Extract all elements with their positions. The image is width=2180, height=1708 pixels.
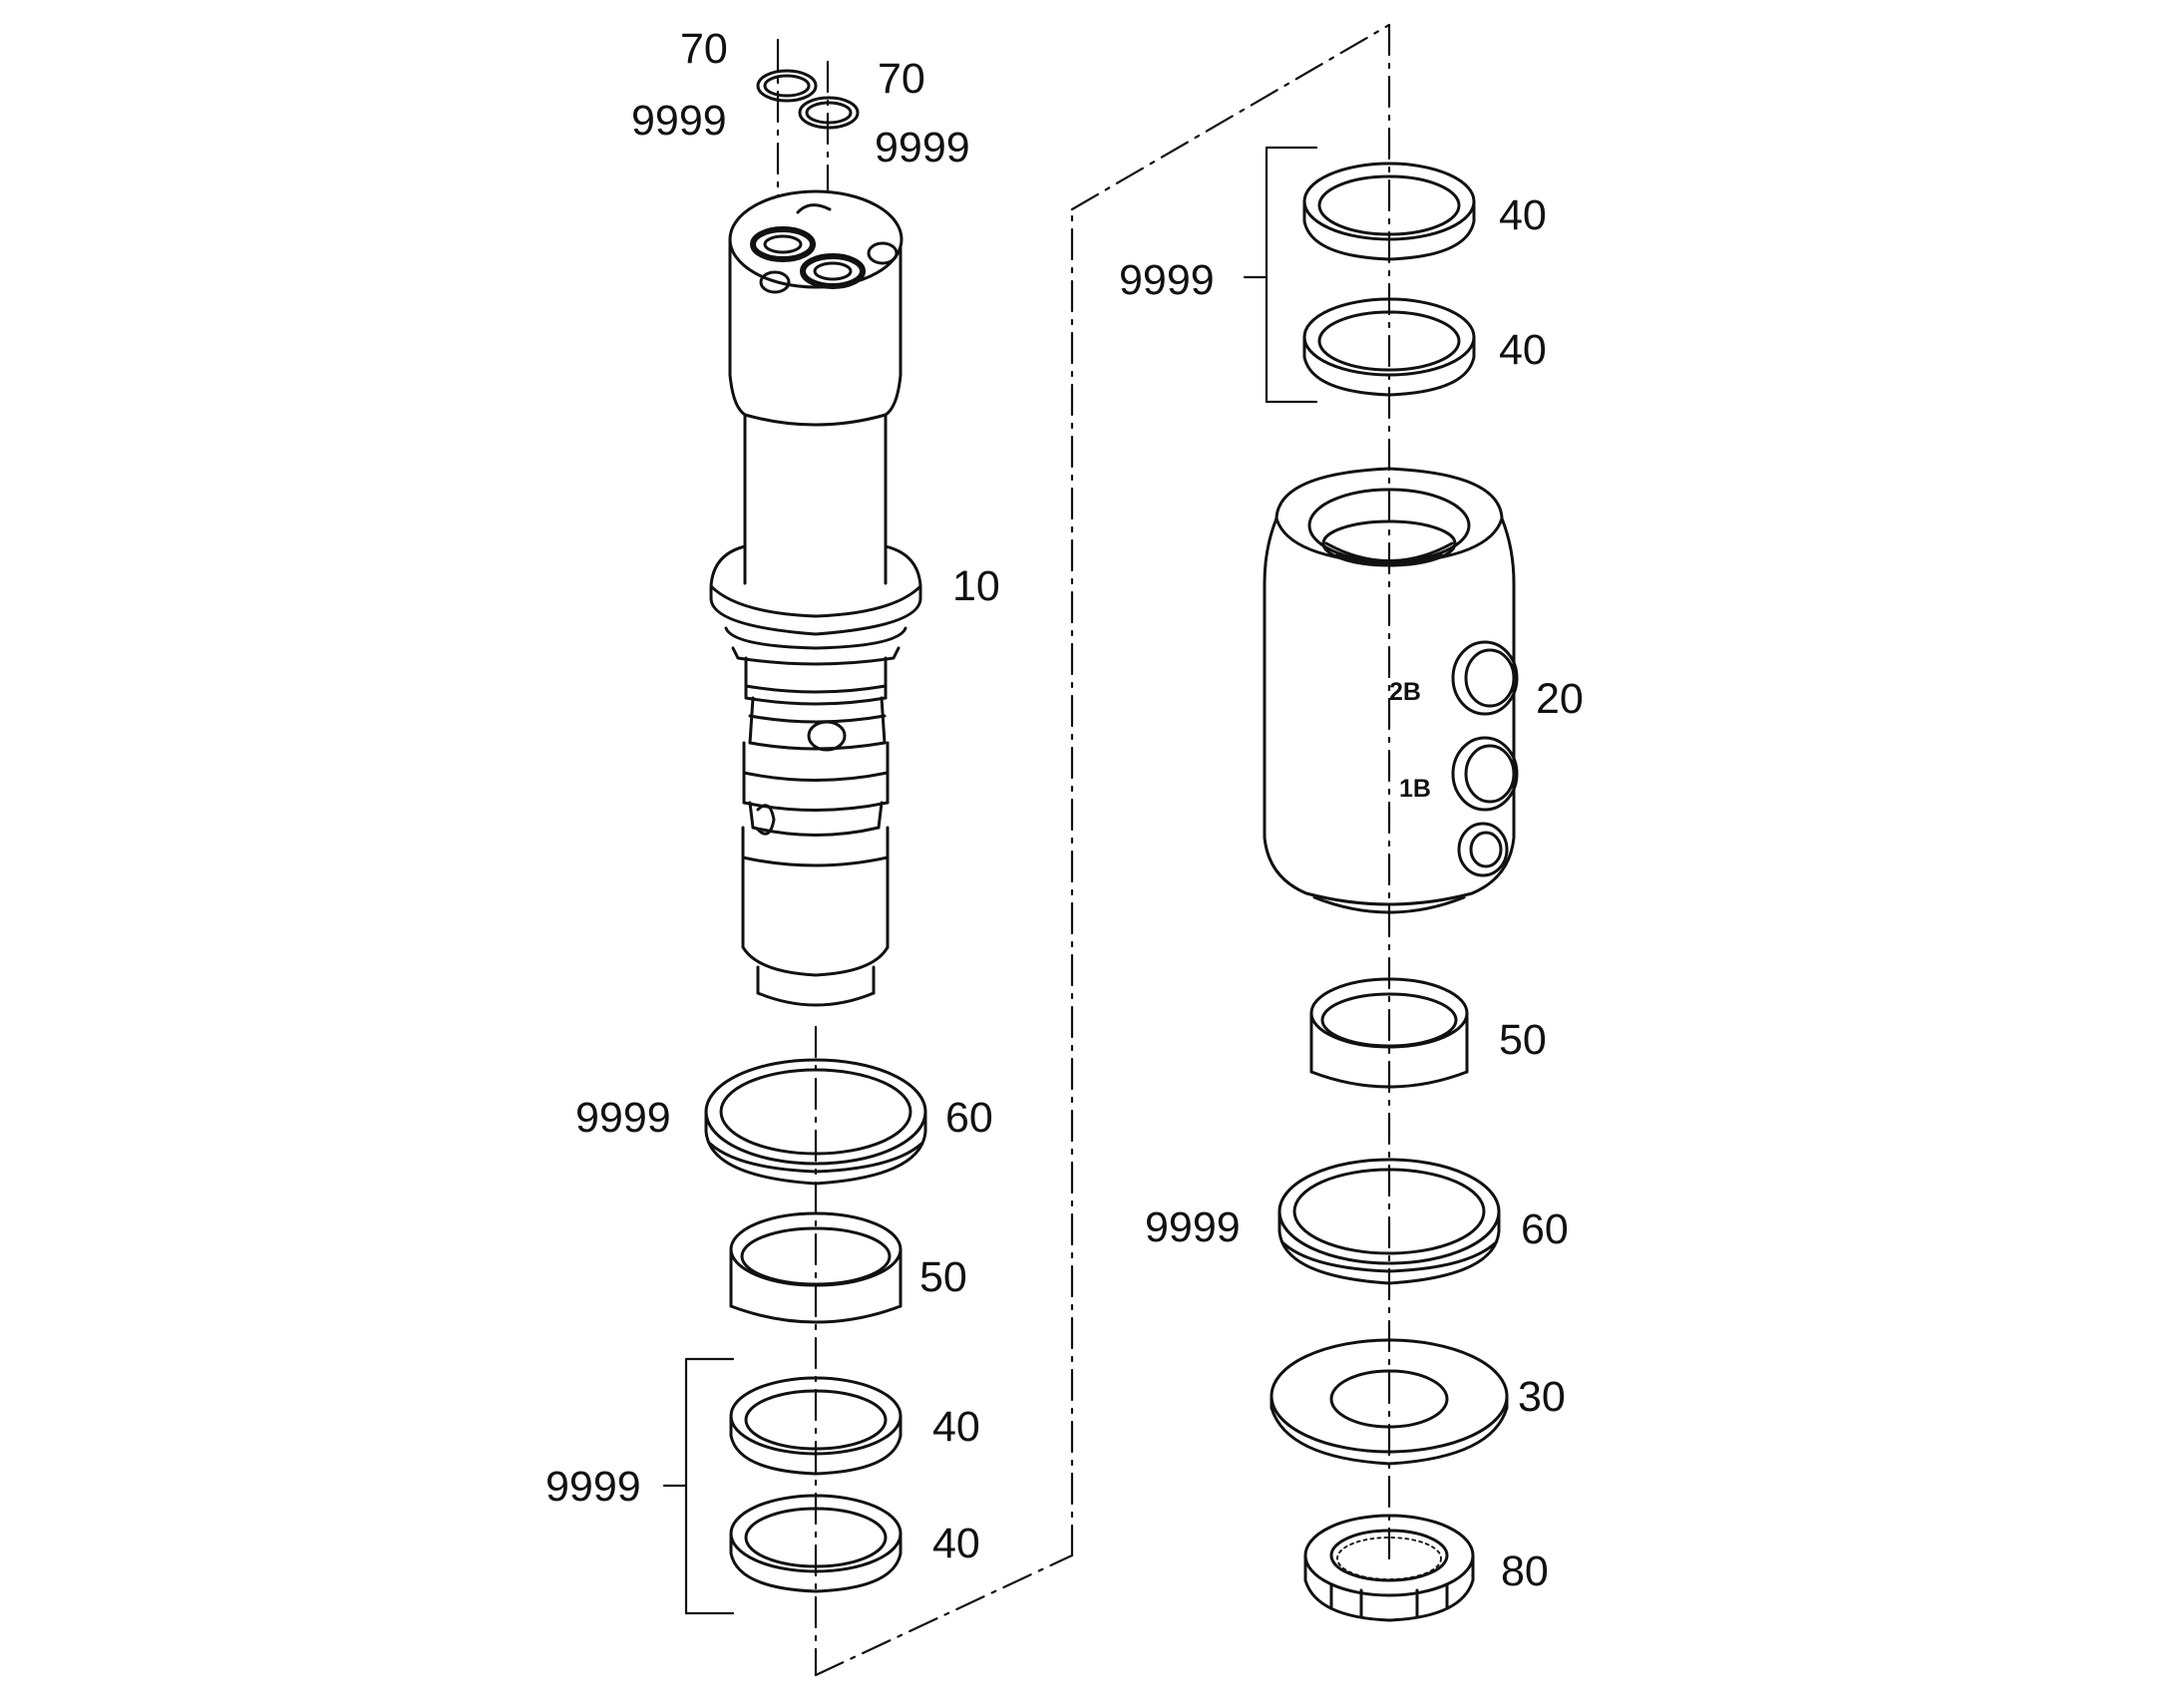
callout-oring-left: 70	[680, 25, 728, 73]
seal-ring-icon	[704, 1058, 927, 1186]
bushing-icon	[729, 1211, 903, 1324]
kit-bracket	[1243, 146, 1318, 404]
seal-ring-icon	[729, 1376, 903, 1476]
callout-oring-left-kit: 9999	[631, 97, 727, 145]
port-label-2b: 2B	[1389, 678, 1421, 706]
lock-nut-icon	[1303, 1514, 1475, 1622]
callout-right-ring-lower: 40	[1499, 326, 1547, 374]
callout-oring-right: 70	[878, 55, 925, 103]
seal-ring-icon	[1277, 1158, 1501, 1285]
seal-ring-icon	[1302, 162, 1476, 261]
callout-left-seal: 60	[945, 1094, 993, 1142]
o-ring-icon	[756, 69, 818, 103]
seal-ring-icon	[1302, 297, 1476, 397]
callout-left-ring-kit: 9999	[545, 1463, 641, 1511]
spool-icon	[709, 189, 922, 1007]
callout-left-ring-upper: 40	[932, 1403, 980, 1451]
seal-ring-icon	[729, 1494, 903, 1593]
callout-left-bushing: 50	[919, 1253, 967, 1301]
callout-right-seal-kit: 9999	[1145, 1203, 1241, 1251]
callout-washer: 30	[1518, 1373, 1566, 1421]
callout-spool: 10	[952, 562, 1000, 610]
washer-icon	[1270, 1338, 1509, 1466]
callout-left-ring-lower: 40	[932, 1520, 980, 1567]
callout-right-ring-kit: 9999	[1119, 256, 1215, 304]
port-label-1b: 1B	[1399, 775, 1431, 803]
kit-bracket	[662, 1357, 735, 1615]
callout-lock-nut: 80	[1501, 1547, 1549, 1595]
callout-right-bushing: 50	[1499, 1016, 1547, 1064]
callout-right-ring-upper: 40	[1499, 191, 1547, 239]
callout-housing: 20	[1536, 675, 1584, 723]
bushing-icon	[1309, 977, 1469, 1089]
callout-oring-right-kit: 9999	[875, 124, 970, 171]
callout-left-seal-kit: 9999	[575, 1094, 671, 1142]
housing-icon	[1263, 467, 1519, 914]
callout-right-seal: 60	[1521, 1205, 1569, 1253]
o-ring-icon	[798, 96, 860, 130]
